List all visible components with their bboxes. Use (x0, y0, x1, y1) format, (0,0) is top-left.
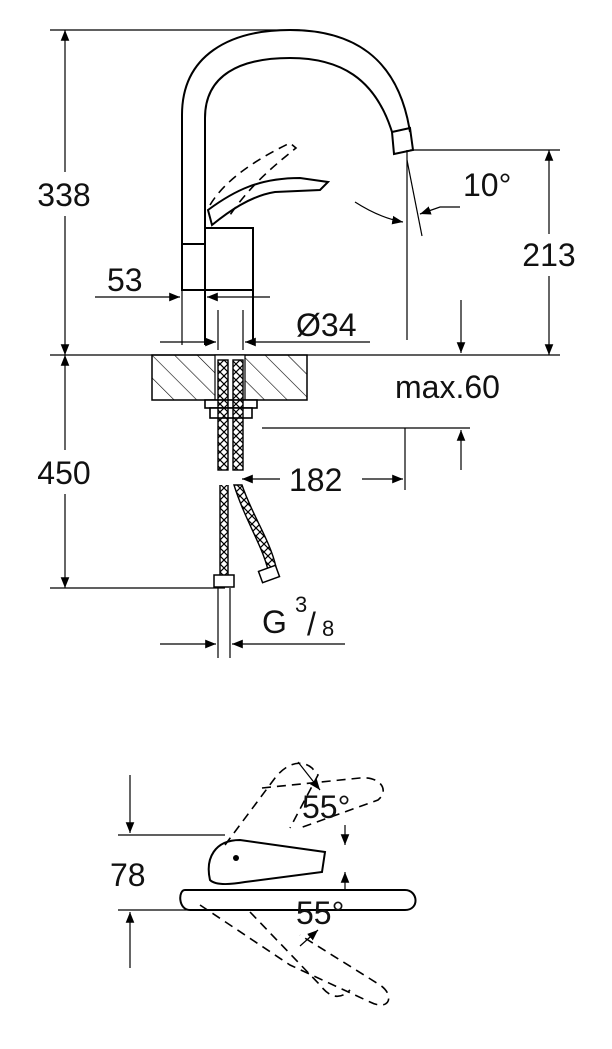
dim-34-label: Ø34 (296, 307, 356, 343)
hose-right (232, 359, 244, 471)
dim-55-up-label: 55° (302, 789, 350, 825)
dim-g38-prefix: G (262, 604, 287, 640)
dim-55-down-label: 55° (296, 895, 344, 931)
lever-raised (209, 142, 298, 219)
dim-g38-numerator: 3 (295, 592, 307, 617)
dim-53-label: 53 (107, 262, 143, 298)
hose-curved (233, 484, 277, 571)
mounting-plate (204, 399, 258, 409)
dim-182-label: 182 (289, 462, 342, 498)
dim-450-label: 450 (37, 455, 90, 491)
hose-fitting-right (257, 564, 281, 584)
side-view: 338 450 213 10° 53 (22, 28, 588, 658)
hose-fitting-left (213, 574, 235, 588)
dim-338-label: 338 (37, 177, 90, 213)
lever-solid (206, 176, 331, 227)
mounting-nut (209, 407, 253, 419)
faucet-spout (181, 28, 411, 244)
dim-g38-slash: / (307, 606, 316, 642)
spout-aerator (390, 126, 415, 156)
hose-left (217, 359, 229, 471)
dim-max60-label: max.60 (395, 369, 500, 405)
base-plate (179, 889, 417, 911)
dim-213-label: 213 (522, 237, 575, 273)
dim-g38-denominator: 8 (322, 616, 334, 641)
top-view: 78 55° 55° (110, 761, 417, 1006)
lever-up-dashed (224, 762, 319, 846)
faucet-body (181, 227, 254, 291)
lever-top (207, 838, 327, 886)
dim-78-label: 78 (110, 857, 146, 893)
dim-10deg-label: 10° (463, 167, 511, 203)
